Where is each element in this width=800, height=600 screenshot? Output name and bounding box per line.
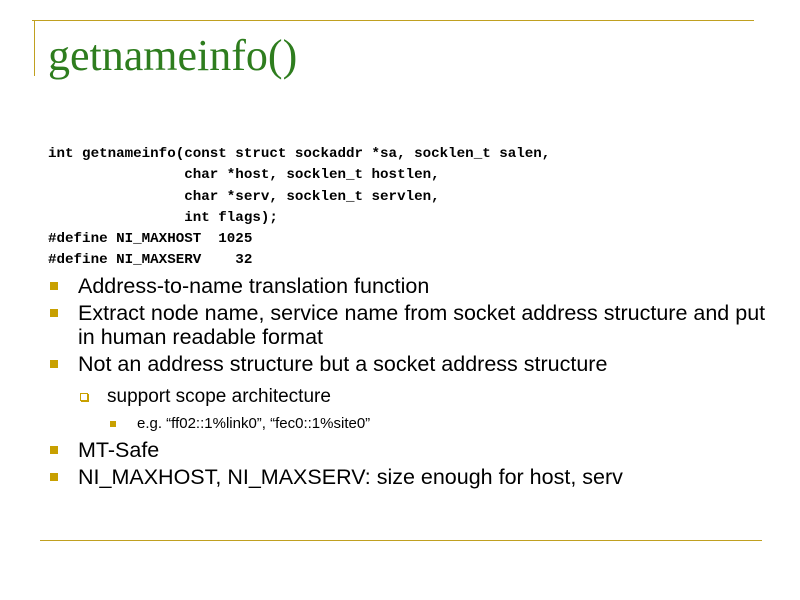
bullet-text: support scope architecture — [107, 386, 331, 407]
bullet-text: Address-to-name translation function — [78, 274, 430, 298]
sub-sub-bullet-item: e.g. “ff02::1%link0”, “fec0::1%site0” — [48, 414, 768, 434]
bullet-text: NI_MAXHOST, NI_MAXSERV: size enough for … — [78, 465, 623, 489]
code-block: int getnameinfo(const struct sockaddr *s… — [48, 146, 551, 269]
top-rule — [32, 20, 754, 21]
bullet-text: e.g. “ff02::1%link0”, “fec0::1%site0” — [137, 415, 371, 432]
square-bullet-icon — [50, 309, 58, 317]
bullet-item: Address-to-name translation function — [48, 274, 768, 298]
bullet-list: Address-to-name translation function Ext… — [48, 274, 768, 492]
bullet-text: Not an address structure but a socket ad… — [78, 352, 608, 376]
bullet-item: Extract node name, service name from soc… — [48, 301, 768, 349]
bullet-item: NI_MAXHOST, NI_MAXSERV: size enough for … — [48, 465, 768, 489]
bullet-text: MT-Safe — [78, 438, 160, 462]
hollow-square-bullet-icon — [80, 393, 88, 401]
sub-bullet-item: support scope architecture — [48, 386, 768, 408]
bullet-text: Extract node name, service name from soc… — [78, 301, 766, 349]
slide-title: getnameinfo() — [48, 31, 298, 80]
bottom-rule — [40, 540, 762, 541]
square-bullet-icon — [50, 282, 58, 290]
bullet-item: MT-Safe — [48, 438, 768, 462]
square-bullet-icon — [110, 421, 116, 427]
square-bullet-icon — [50, 473, 58, 481]
square-bullet-icon — [50, 360, 58, 368]
square-bullet-icon — [50, 446, 58, 454]
bullet-item: Not an address structure but a socket ad… — [48, 352, 768, 376]
left-rule — [34, 20, 35, 76]
